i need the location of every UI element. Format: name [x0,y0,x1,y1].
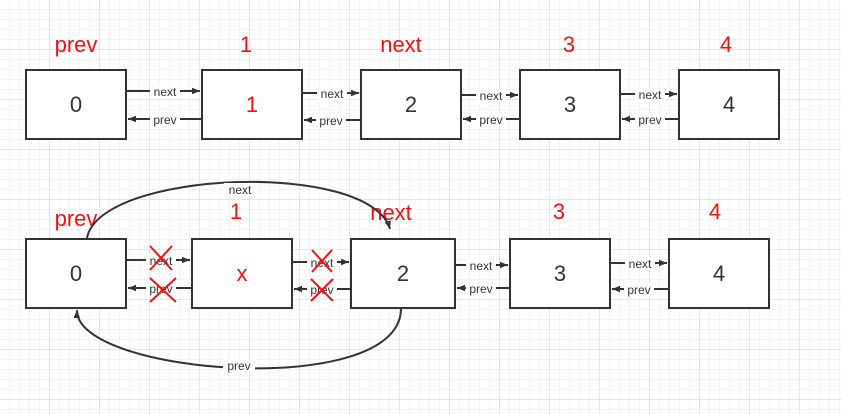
bottom-tag-prev: prev [54,206,98,231]
bypass-next-label: next [229,183,252,197]
top-prev-label-4-3: prev [638,113,661,127]
bottom-node-4: 4 [668,238,770,309]
bottom-node-2: 2 [350,238,456,309]
top-node-2: 2 [360,69,462,140]
top-node-4: 4 [678,69,780,140]
bottom-tag-next: next [370,200,412,225]
bottom-node-0: 0 [25,238,127,309]
top-next-label-0-1: next [154,85,177,99]
bottom-tag-3: 3 [552,199,566,224]
bottom-tag-4: 4 [708,199,722,224]
bottom-tag-1: 1 [229,199,243,224]
top-prev-label-2-1: prev [319,114,342,128]
top-prev-label-3-2: prev [479,113,502,127]
top-prev-label-1-0: prev [153,113,176,127]
top-next-label-2-3: next [480,89,503,103]
bottom-node-x: x [191,238,293,309]
top-tag-1: 1 [239,32,253,57]
top-node-0: 0 [25,69,127,140]
bottom-next-label-2-3: next [470,259,493,273]
bottom-node-3: 3 [509,238,611,309]
cross-out-next-x-2 [311,249,333,273]
bottom-next-label-x-2: next [311,256,334,270]
cross-out-prev-2-x [310,278,334,302]
bypass-prev-label: prev [227,359,250,373]
top-node-3: 3 [519,69,621,140]
bottom-prev-label-4-3: prev [627,283,650,297]
top-next-label-3-4: next [639,88,662,102]
bottom-prev-label-3-2: prev [469,282,492,296]
top-tag-next: next [380,32,422,57]
bypass-next-arc-0-2 [86,180,391,239]
top-next-label-1-2: next [321,87,344,101]
top-tag-prev: prev [54,32,98,57]
cross-out-prev-x-0 [149,277,177,303]
bottom-next-label-3-4: next [629,257,652,271]
top-node-1: 1 [201,69,303,140]
top-tag-4: 4 [719,32,733,57]
cross-out-next-0-x [149,245,173,271]
top-tag-3: 3 [562,32,576,57]
